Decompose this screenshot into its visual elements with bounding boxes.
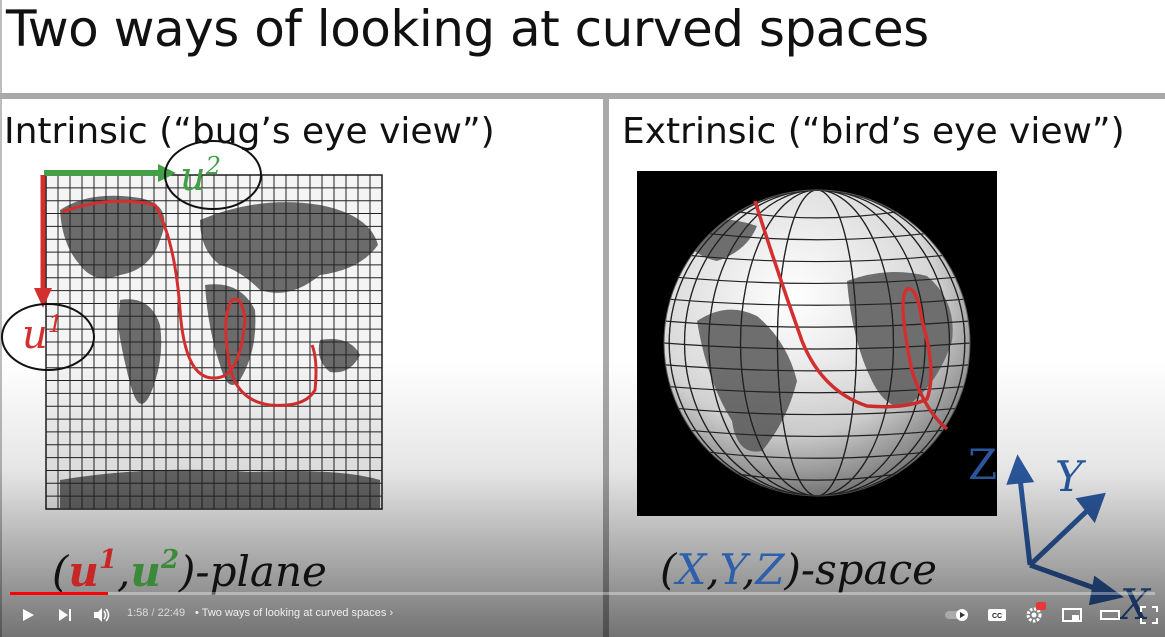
parallel-line xyxy=(738,211,896,219)
autoplay-toggle[interactable] xyxy=(944,604,972,626)
miniplayer-button[interactable] xyxy=(1060,604,1084,626)
intrinsic-heading: Intrinsic (“bug’s eye view”) xyxy=(4,111,495,152)
u2-label: u2 xyxy=(180,152,222,200)
parallel-line xyxy=(678,276,956,285)
theater-icon xyxy=(1100,610,1120,620)
globe-figure xyxy=(637,171,997,516)
settings-button[interactable] xyxy=(1022,602,1046,626)
play-icon xyxy=(23,609,34,621)
parallel-line xyxy=(670,298,964,306)
title-divider xyxy=(0,93,1165,99)
miniplayer-icon xyxy=(1062,608,1082,622)
fullscreen-icon xyxy=(1140,606,1158,624)
extrinsic-heading: Extrinsic (“bird’s eye view”) xyxy=(622,111,1125,152)
parallel-line xyxy=(709,233,925,241)
slide-title: Two ways of looking at curved spaces xyxy=(6,0,929,58)
time-display: 1:58 / 22:49 xyxy=(127,607,186,619)
gear-icon xyxy=(1026,607,1042,623)
frame-edge xyxy=(0,0,2,637)
video-title-link[interactable]: • Two ways of looking at curved spaces › xyxy=(195,607,394,619)
next-icon xyxy=(59,609,71,621)
volume-icon xyxy=(94,608,110,622)
chevron-right-icon: › xyxy=(389,607,394,619)
cc-icon: CC xyxy=(988,609,1006,621)
coordinate-arrows xyxy=(1,140,262,371)
uv-plane-caption: (u1,u2)-plane xyxy=(52,545,327,596)
autoplay-toggle-icon xyxy=(945,609,968,621)
parallel-line xyxy=(691,254,943,263)
captions-button[interactable]: CC xyxy=(985,604,1009,626)
progress-bar-fill xyxy=(10,592,108,595)
axis-y-label: Y xyxy=(1055,452,1083,501)
next-button[interactable] xyxy=(53,604,77,626)
hd-badge-icon xyxy=(1036,602,1046,610)
svg-text:CC: CC xyxy=(992,613,1002,620)
xyz-space-caption: (X,Y,Z)-space xyxy=(660,545,937,594)
theater-mode-button[interactable] xyxy=(1098,604,1122,626)
panel-divider xyxy=(603,99,609,637)
parallel-line xyxy=(664,342,970,350)
meridian-line xyxy=(739,190,895,496)
meridian-line xyxy=(683,190,951,496)
meridian-line xyxy=(776,190,858,496)
axis-z-label: Z xyxy=(968,440,998,489)
fullscreen-button[interactable] xyxy=(1137,604,1161,626)
parallel-line xyxy=(665,320,969,328)
play-button[interactable] xyxy=(16,604,40,626)
progress-bar[interactable] xyxy=(10,592,1155,595)
volume-button[interactable] xyxy=(90,604,114,626)
meridian-line xyxy=(708,190,926,496)
u1-label: u1 xyxy=(22,310,64,358)
